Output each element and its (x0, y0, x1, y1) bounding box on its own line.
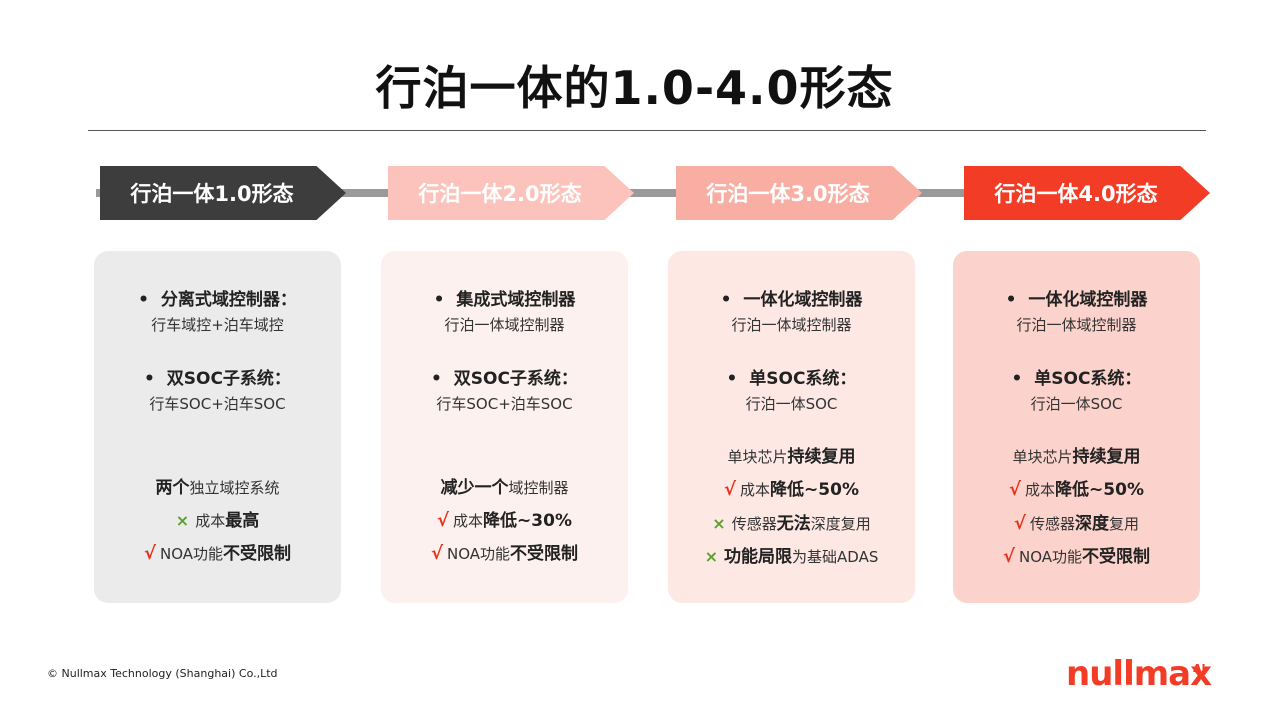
stage-2-arrow: 行泊一体2.0形态 (388, 166, 634, 220)
check-icon: √ (430, 543, 443, 564)
card-heading-1: • 分离式域控制器： (138, 290, 297, 310)
card-heading-2: • 单SOC系统： (726, 369, 857, 389)
page-title: 行泊一体的1.0-4.0形态 (375, 61, 894, 115)
card-heading-2: • 双SOC子系统： (144, 369, 291, 389)
check-icon: √ (1009, 479, 1022, 500)
card-row-1: 减少一个域控制器 (440, 478, 569, 498)
card-sub-1: 行车域控+泊车域控 (151, 316, 284, 334)
check-icon: √ (1013, 513, 1026, 534)
card-heading-1: • 一体化域控制器 (1005, 290, 1148, 310)
cross-icon: × (704, 547, 719, 566)
card-row-1: √成本降低~50% (1009, 479, 1144, 500)
card-sub-1: 行泊一体域控制器 (444, 316, 565, 334)
card-stage-1: • 分离式域控制器： 行车域控+泊车域控 • 双SOC子系统： 行车SOC+泊车… (94, 251, 341, 603)
card-sub-1: 行泊一体域控制器 (1016, 316, 1137, 334)
card-sub-1: 行泊一体域控制器 (731, 316, 852, 334)
card-row-2: ×传感器无法深度复用 (712, 514, 871, 534)
cross-icon: × (712, 514, 726, 533)
check-icon: √ (1002, 546, 1015, 567)
stage-3-arrow: 行泊一体3.0形态 (676, 166, 922, 220)
check-icon: √ (724, 479, 737, 500)
timeline-track (96, 189, 1204, 197)
stage-4-arrow: 行泊一体4.0形态 (964, 166, 1210, 220)
nullmax-logo: nullmax (1066, 654, 1212, 694)
card-row-3: ×功能局限为基础ADAS (704, 547, 879, 567)
check-icon: √ (437, 510, 450, 531)
card-row-3: √NOA功能不受限制 (143, 543, 292, 564)
card-row-3: √NOA功能不受限制 (1002, 546, 1151, 567)
card-sub-2: 行泊一体SOC (1030, 395, 1123, 413)
card-heading-1: • 集成式域控制器 (433, 290, 576, 310)
title-divider (88, 130, 1206, 131)
card-row-1: 两个独立域控系统 (155, 478, 280, 498)
card-row-2: √成本降低~30% (437, 510, 572, 531)
nullmax-logo-suffix: AI (1193, 662, 1206, 675)
card-heading-2: • 单SOC系统： (1011, 369, 1142, 389)
card-stage-4: • 一体化域控制器 行泊一体域控制器 • 单SOC系统： 行泊一体SOC 单块芯… (953, 251, 1200, 603)
card-row-0: 单块芯片持续复用 (727, 447, 856, 467)
card-sub-2: 行泊一体SOC (745, 395, 838, 413)
card-row-2: √传感器深度复用 (1013, 513, 1140, 534)
copyright-footer: © Nullmax Technology (Shanghai) Co.,Ltd (47, 667, 278, 680)
cross-icon: × (175, 511, 190, 530)
card-row-0: 单块芯片持续复用 (1012, 447, 1141, 467)
card-stage-3: • 一体化域控制器 行泊一体域控制器 • 单SOC系统： 行泊一体SOC 单块芯… (668, 251, 915, 603)
card-row-2: ×成本最高 (175, 511, 260, 531)
card-stage-2: • 集成式域控制器 行泊一体域控制器 • 双SOC子系统： 行车SOC+泊车SO… (381, 251, 628, 603)
check-icon: √ (143, 543, 156, 564)
card-row-1: √成本降低~50% (724, 479, 859, 500)
card-sub-2: 行车SOC+泊车SOC (149, 395, 286, 413)
card-heading-2: • 双SOC子系统： (431, 369, 578, 389)
card-row-3: √NOA功能不受限制 (430, 543, 579, 564)
card-heading-1: • 一体化域控制器 (720, 290, 863, 310)
card-sub-2: 行车SOC+泊车SOC (436, 395, 573, 413)
stage-1-arrow: 行泊一体1.0形态 (100, 166, 346, 220)
